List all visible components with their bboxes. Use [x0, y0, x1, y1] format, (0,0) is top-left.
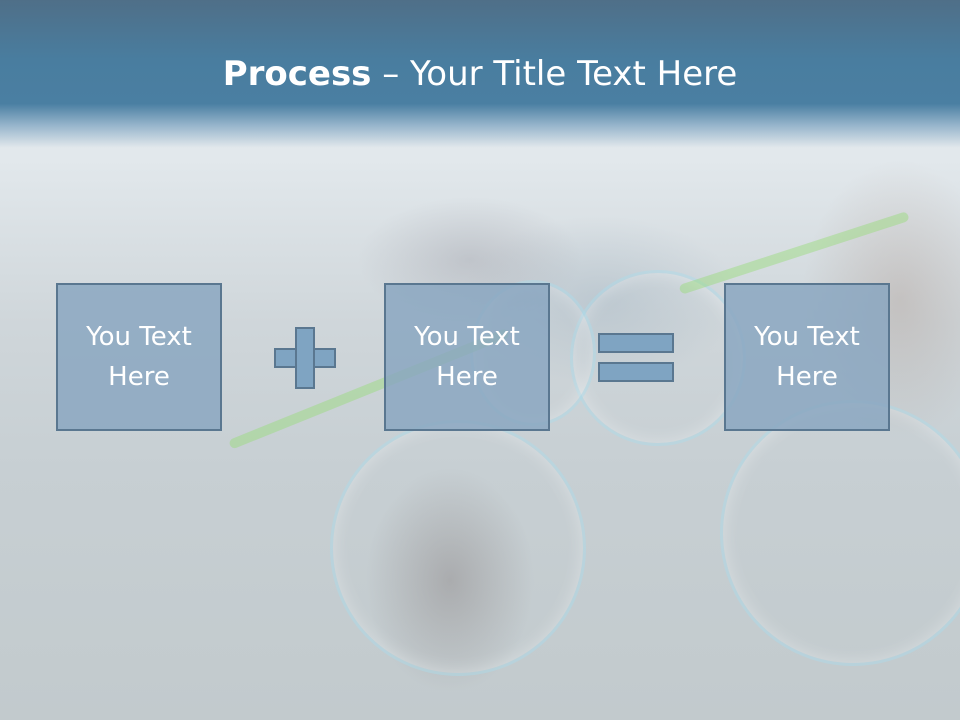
title-bold-part: Process	[222, 54, 372, 94]
process-box-label: You Text Here	[754, 322, 860, 392]
slide-title: Process – Your Title Text Here	[0, 52, 960, 96]
process-box-2[interactable]: You Text Here	[384, 283, 550, 431]
plus-icon-vertical	[295, 327, 315, 389]
process-box-3[interactable]: You Text Here	[724, 283, 890, 431]
bubble-decoration	[720, 400, 960, 666]
process-box-label: You Text Here	[414, 322, 520, 392]
equals-icon-bottom	[598, 362, 674, 382]
equals-icon-top	[598, 333, 674, 353]
process-box-1[interactable]: You Text Here	[56, 283, 222, 431]
title-rest-part: – Your Title Text Here	[371, 54, 738, 94]
bubble-decoration	[570, 270, 746, 446]
bubble-decoration	[330, 420, 586, 676]
title-bar	[0, 0, 960, 148]
process-box-label: You Text Here	[86, 322, 192, 392]
